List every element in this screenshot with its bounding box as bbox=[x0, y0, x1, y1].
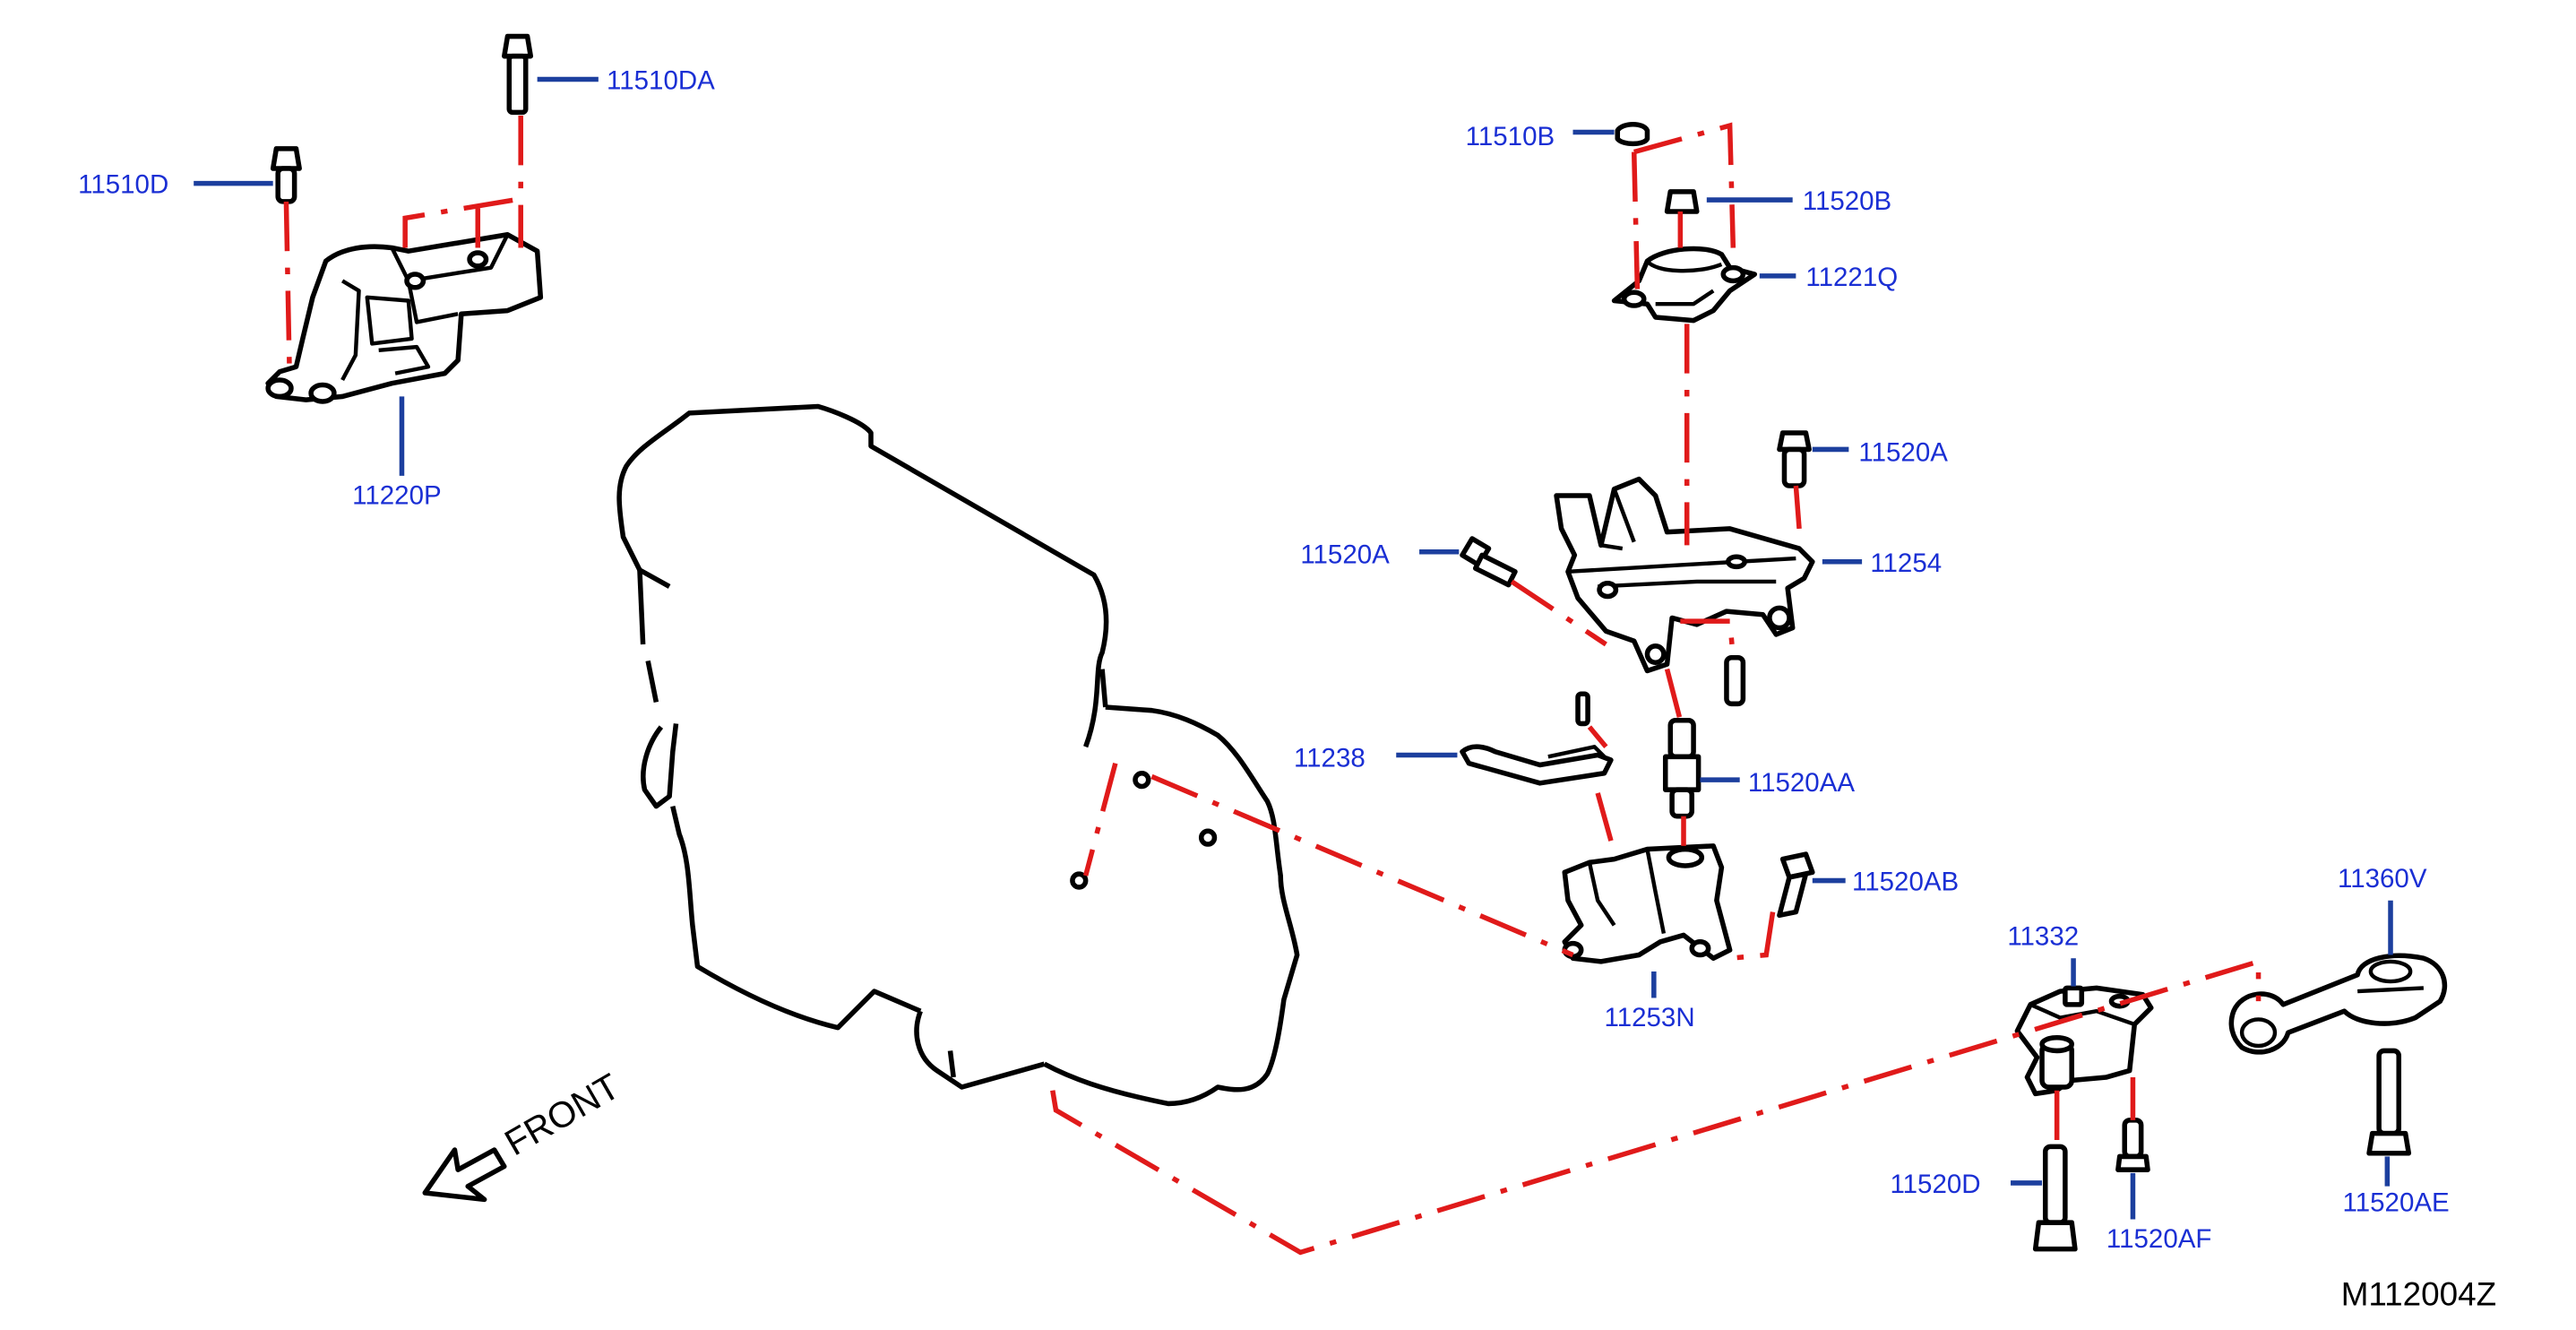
diagram-reference-code: M112004Z bbox=[2341, 1275, 2496, 1312]
label-11360V[interactable]: 11360V bbox=[2338, 864, 2427, 894]
rod-11238 bbox=[1460, 744, 1614, 786]
label-11520AB[interactable]: 11520AB bbox=[1852, 868, 1959, 897]
label-11520D[interactable]: 11520D bbox=[1890, 1170, 1980, 1199]
front-arrow-icon bbox=[422, 1147, 507, 1203]
mount-11221Q bbox=[1611, 246, 1758, 324]
bolt-11510D bbox=[270, 146, 302, 204]
bracket-11254 bbox=[1554, 476, 1815, 674]
bolt-11520AF bbox=[2115, 1118, 2150, 1172]
label-11510D[interactable]: 11510D bbox=[78, 170, 168, 200]
label-11221Q[interactable]: 11221Q bbox=[1805, 263, 1898, 292]
bolt-11520A-right bbox=[1777, 430, 1812, 488]
label-11220P[interactable]: 11220P bbox=[352, 480, 441, 510]
label-11520A-left[interactable]: 11520A bbox=[1300, 540, 1390, 570]
bolt-11520B bbox=[1664, 189, 1700, 214]
label-11520B[interactable]: 11520B bbox=[1803, 186, 1891, 216]
label-11238[interactable]: 11238 bbox=[1294, 743, 1366, 773]
label-11332[interactable]: 11332 bbox=[2007, 921, 2079, 951]
bolt-partial-stud bbox=[1575, 654, 1746, 727]
engine-outline bbox=[616, 403, 1300, 1107]
bolt-11520A-left bbox=[1460, 536, 1518, 588]
center-lines bbox=[283, 116, 2262, 1256]
label-11254[interactable]: 11254 bbox=[1870, 548, 1942, 578]
label-11520A-right[interactable]: 11520A bbox=[1858, 437, 1948, 467]
part-labels: 11510DA 11510D 11220P 11510B 11520B 1122… bbox=[78, 66, 2450, 1254]
torque-rod-11360V bbox=[2228, 953, 2448, 1156]
stud-11520AA bbox=[1662, 717, 1702, 819]
label-11520AF[interactable]: 11520AF bbox=[2106, 1224, 2211, 1254]
left-engine-mount bbox=[265, 232, 544, 404]
bracket-11253N bbox=[1562, 843, 1733, 964]
front-direction-arrow: FRONT bbox=[422, 1066, 626, 1203]
label-11510B[interactable]: 11510B bbox=[1466, 122, 1555, 151]
label-11510DA[interactable]: 11510DA bbox=[607, 66, 715, 96]
bolt-11510DA bbox=[502, 33, 534, 116]
label-11520AA[interactable]: 11520AA bbox=[1748, 768, 1855, 798]
front-label: FRONT bbox=[497, 1066, 626, 1164]
leader-lines bbox=[194, 76, 2393, 1220]
bolt-11520D bbox=[2032, 1144, 2078, 1252]
nut-11510B bbox=[1615, 121, 1650, 147]
label-11520AE[interactable]: 11520AE bbox=[2343, 1188, 2450, 1217]
label-11253N[interactable]: 11253N bbox=[1605, 1003, 1695, 1032]
bolt-11520AB bbox=[1777, 851, 1815, 919]
